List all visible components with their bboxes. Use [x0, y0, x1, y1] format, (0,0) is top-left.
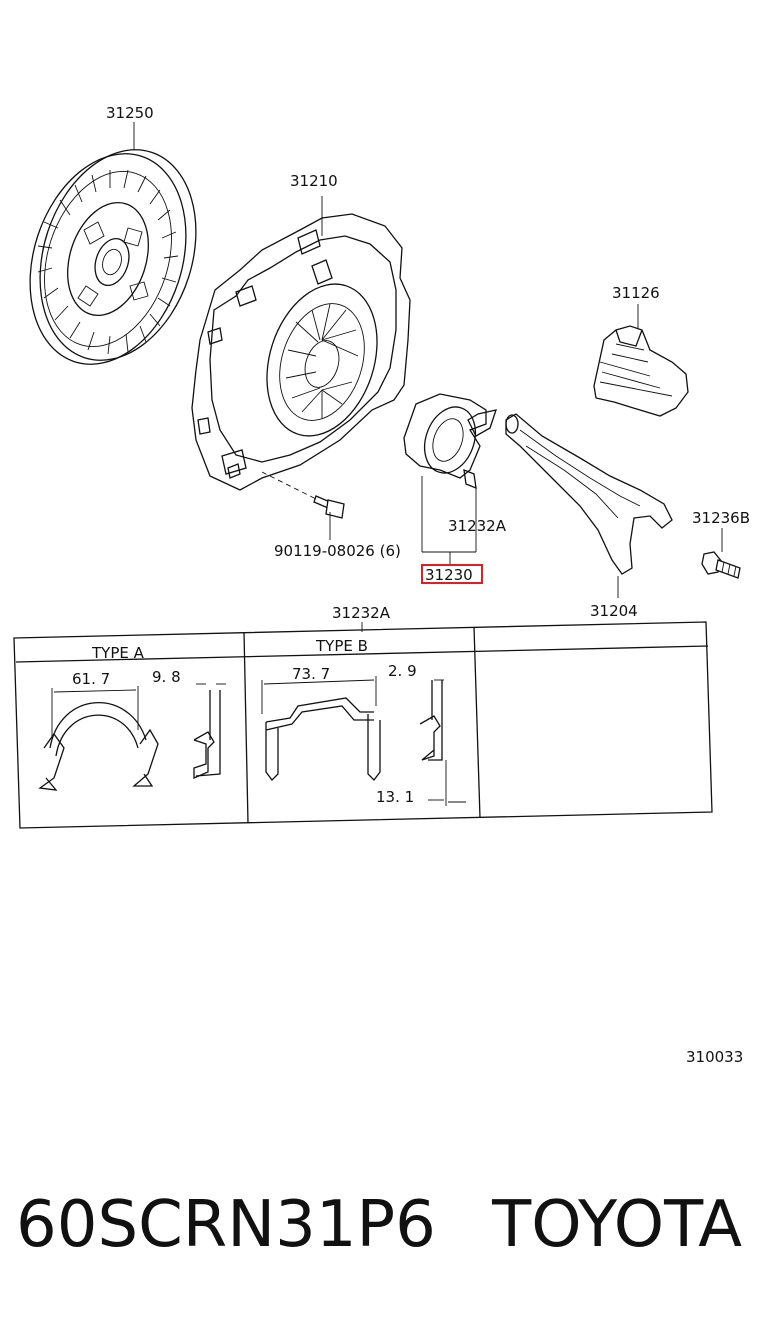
highlight-box-31230: [421, 564, 483, 584]
type-b-header: TYPE B: [315, 637, 368, 655]
label-31232a-top: 31232A: [448, 517, 507, 535]
type-b-width-dim: 73. 7: [292, 665, 330, 683]
pressure-plate-drawing: [191, 196, 411, 491]
label-90119: 90119-08026 (6): [274, 542, 401, 560]
type-a-header: TYPE A: [91, 644, 145, 662]
release-fork-drawing: [505, 413, 673, 598]
label-31204: 31204: [590, 602, 638, 620]
label-31230[interactable]: 31230: [425, 566, 473, 584]
label-31210: 31210: [290, 172, 338, 190]
release-bearing-drawing: [403, 393, 497, 566]
type-a-width-dim: 61. 7: [72, 670, 110, 688]
clutch-disc-drawing: [29, 122, 197, 365]
clip-table: TYPE A TYPE B 61. 7 9. 8 73. 7 2. 9 13. …: [13, 621, 713, 829]
type-b-height-dim: 13. 1: [376, 788, 414, 806]
bolt-90119-drawing: [261, 471, 345, 540]
label-31236b: 31236B: [692, 509, 750, 527]
pivot-31236b-drawing: [701, 528, 741, 579]
brand-name: TOYOTA: [492, 1188, 742, 1262]
part-number: 60SCRN31P6: [16, 1188, 436, 1262]
part-caption: 60SCRN31P6 TOYOTA: [0, 1188, 760, 1278]
type-a-thickness-dim: 9. 8: [152, 668, 181, 686]
type-b-thickness-dim: 2. 9: [388, 662, 417, 680]
dust-boot-drawing: [593, 304, 689, 417]
label-31250: 31250: [106, 104, 154, 122]
label-31232a-table: 31232A: [332, 604, 391, 622]
reference-code: 310033: [686, 1048, 743, 1066]
label-31126: 31126: [612, 284, 660, 302]
